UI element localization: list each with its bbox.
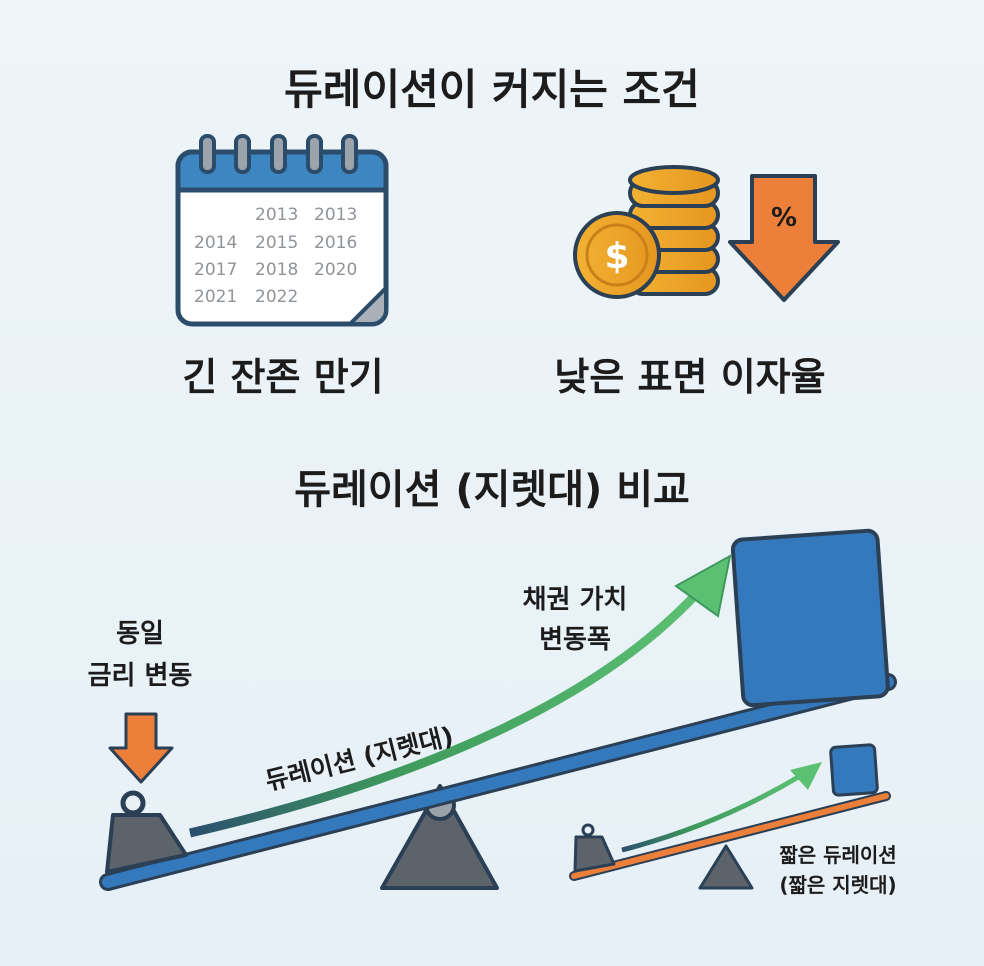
rate-down-arrow-icon	[108, 712, 174, 784]
svg-text:$: $	[604, 236, 629, 277]
fulcrum	[380, 784, 499, 890]
short-duration-label-2: (짧은 지렛대)	[779, 873, 896, 897]
down-arrow-icon: %	[728, 174, 840, 302]
lever-bar	[102, 676, 894, 888]
large-value-box	[730, 528, 890, 708]
svg-text:%: %	[771, 203, 797, 233]
value-change-label-1: 채권 가치	[523, 585, 628, 615]
svg-text:2015: 2015	[255, 233, 298, 253]
svg-text:2020: 2020	[314, 260, 357, 280]
comparison-title: 듀레이션 (지렛대) 비교	[294, 467, 690, 513]
main-title: 듀레이션이 커지는 조건	[284, 65, 700, 114]
low-coupon-label: 낮은 표면 이자율	[554, 355, 825, 399]
svg-text:2022: 2022	[255, 287, 298, 307]
value-change-label-2: 변동폭	[539, 625, 611, 655]
long-maturity-label: 긴 잔존 만기	[182, 355, 383, 399]
rate-change-label-2: 금리 변동	[88, 661, 193, 691]
rate-change-label-1: 동일	[116, 619, 164, 649]
coins-icon: $	[573, 165, 720, 299]
long-seesaw: 듀레이션 (지렛대)	[99, 528, 897, 891]
short-seesaw	[569, 743, 891, 890]
short-duration-label-1: 짧은 듀레이션	[779, 843, 896, 867]
svg-text:2013: 2013	[314, 205, 357, 225]
svg-text:2014: 2014	[194, 233, 237, 253]
svg-text:2016: 2016	[314, 233, 357, 253]
svg-text:2017: 2017	[194, 260, 237, 280]
calendar-icon: 2013 2013 2014 2015 2016 2017 2018 2020 …	[175, 134, 389, 327]
value-change-arrow	[188, 586, 704, 838]
weight-icon	[105, 790, 188, 874]
arrow-head	[674, 554, 732, 618]
svg-text:2018: 2018	[255, 260, 298, 280]
svg-text:2021: 2021	[194, 287, 237, 307]
svg-text:2013: 2013	[255, 205, 298, 225]
